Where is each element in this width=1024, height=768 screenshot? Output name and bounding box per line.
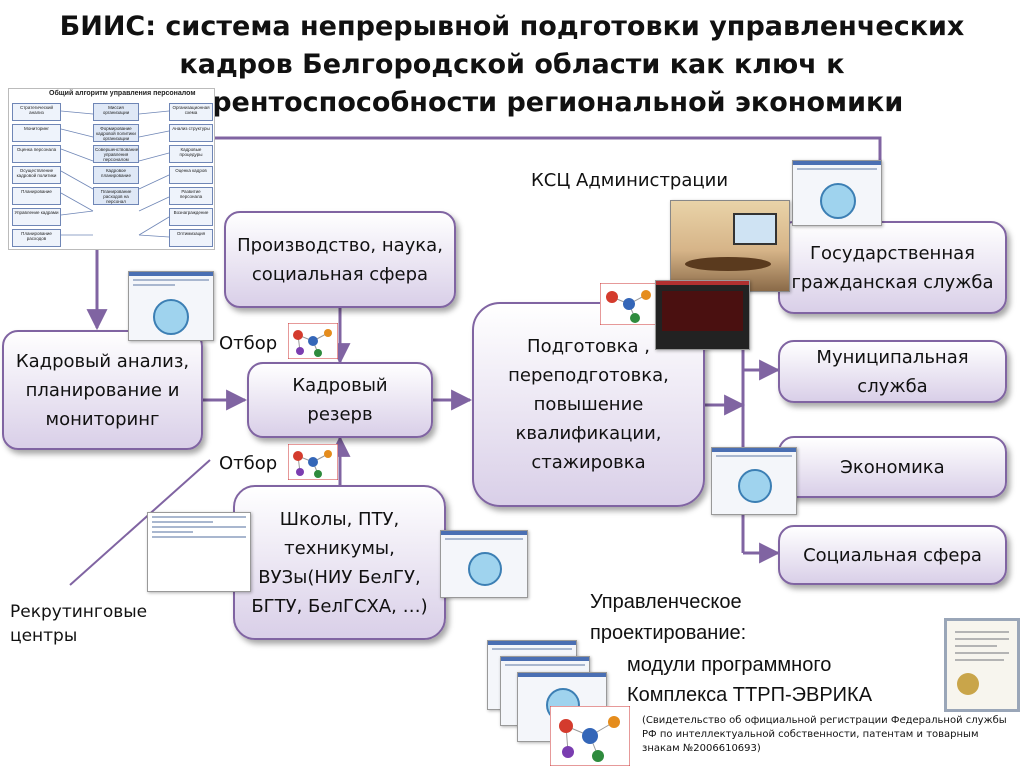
algorithm-item: Анализ структуры — [169, 124, 213, 142]
selection-label-top: Отбор — [219, 333, 278, 354]
social-box-label: Социальная сфера — [803, 544, 982, 566]
algorithm-item: Организационная схема — [169, 103, 213, 121]
algorithm-item: Миссия организации — [93, 103, 139, 121]
molecule-icon-training — [600, 283, 658, 325]
ksc-label: КСЦ Администрации — [531, 170, 729, 191]
production-box: Производство, наука, социальная сфера — [224, 211, 456, 308]
algorithm-item: Формирование кадровой политики организац… — [93, 124, 139, 142]
training-box: Подготовка , переподготовка, повышение к… — [472, 302, 705, 507]
municipal-box: Муниципальная служба — [778, 340, 1007, 403]
algorithm-item: Планирование расходов — [12, 229, 61, 247]
mgmt-design-line3: модули программного — [627, 654, 832, 676]
algorithm-item: Развитие персонала — [169, 187, 213, 205]
municipal-box-label: Муниципальная служба — [816, 346, 969, 397]
screenshot-thumb-training — [655, 280, 750, 350]
certificate-image — [944, 618, 1020, 712]
reserve-box: Кадровый резерв — [247, 362, 433, 438]
page-title: БИИС: система непрерывной подготовки упр… — [59, 11, 965, 118]
production-box-label: Производство, наука, социальная сфера — [237, 234, 443, 285]
algorithm-item: Оптимизация — [169, 229, 213, 247]
recruiting-diagram-image — [147, 512, 251, 592]
analysis-box: Кадровый анализ, планирование и монитори… — [2, 330, 203, 450]
civil-service-box: Государственная гражданская служба — [778, 221, 1007, 314]
economy-box-label: Экономика — [840, 456, 945, 478]
mgmt-design-line2: проектирование: — [590, 622, 747, 644]
analysis-box-label: Кадровый анализ, планирование и монитори… — [15, 350, 190, 430]
algorithm-item: Оценка кадров — [169, 166, 213, 184]
reserve-box-label: Кадровый резерв — [292, 375, 388, 425]
economy-box: Экономика — [778, 436, 1007, 498]
schools-box-label: Школы, ПТУ, техникумы, ВУЗы(НИУ БелГУ, Б… — [251, 508, 428, 617]
selection-label-bottom: Отбор — [219, 453, 278, 474]
screenshot-thumb-economy — [711, 447, 797, 515]
recruiting-line — [69, 459, 211, 586]
algorithm-item: Совершенствование управления персоналом — [93, 145, 139, 163]
screenshot-thumb-ksc — [792, 160, 882, 226]
mgmt-design-line4: Комплекса ТТРП-ЭВРИКА — [627, 684, 873, 706]
molecule-icon-top — [288, 323, 338, 359]
conference-room-image — [670, 200, 790, 292]
algorithm-item: Планирование расходов на персонал — [93, 187, 139, 205]
algorithm-chart-heading: Общий алгоритм управления персоналом — [49, 90, 196, 97]
screenshot-thumb-schools — [440, 530, 528, 598]
training-box-label: Подготовка , переподготовка, повышение к… — [508, 336, 669, 473]
algorithm-item: Стратегический анализ — [12, 103, 61, 121]
schools-box: Школы, ПТУ, техникумы, ВУЗы(НИУ БелГУ, Б… — [233, 485, 446, 640]
algorithm-chart: Общий алгоритм управления персоналом Стр… — [8, 88, 215, 250]
algorithm-item: Мониторинг — [12, 124, 61, 142]
mgmt-design-line1: Управленческое — [590, 591, 742, 613]
certificate-note: (Свидетельство об официальной регистраци… — [642, 715, 1007, 754]
algorithm-item: Управление кадрами — [12, 208, 61, 226]
algorithm-item: Планирование — [12, 187, 61, 205]
recruiting-label: Рекрутинговые центры — [10, 602, 148, 646]
algorithm-chart-links — [60, 110, 170, 238]
algorithm-item: Оценка персонала — [12, 145, 61, 163]
civil-service-box-label: Государственная гражданская служба — [791, 242, 994, 293]
screenshot-thumb-analysis — [128, 271, 214, 341]
algorithm-item: Кадровое планирование — [93, 166, 139, 184]
algorithm-item: Осуществление кадровой политики — [12, 166, 61, 184]
algorithm-item: Вознаграждение — [169, 208, 213, 226]
molecule-icon-stack — [550, 706, 630, 766]
molecule-icon-bottom — [288, 444, 338, 480]
social-box: Социальная сфера — [778, 525, 1007, 585]
algorithm-item: Кадровые процедуры — [169, 145, 213, 163]
